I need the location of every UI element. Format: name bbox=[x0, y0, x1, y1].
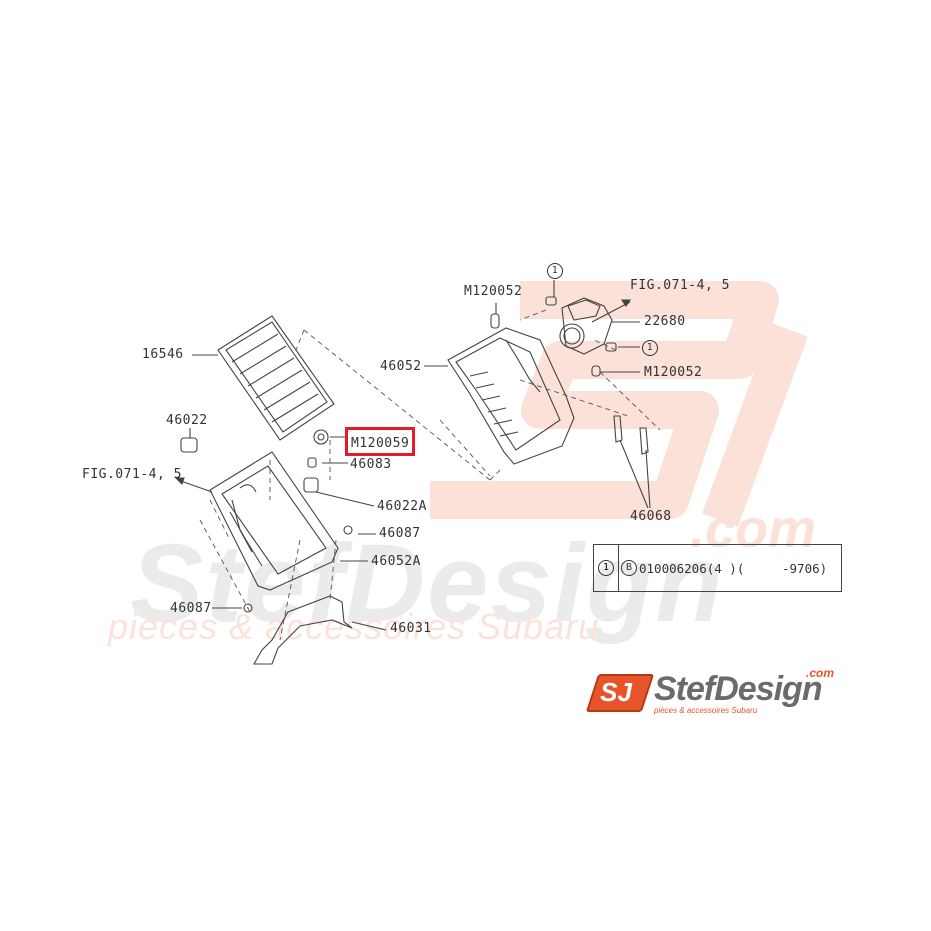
bracket-46031 bbox=[253, 595, 353, 665]
logo-tagline: pièces & accessoires Subaru bbox=[654, 706, 758, 715]
circled-one-icon: 1 bbox=[642, 340, 658, 356]
label-fig-ref-right[interactable]: FIG.071-4, 5 bbox=[630, 278, 730, 293]
circled-one-icon: 1 bbox=[547, 263, 563, 279]
legend-ref-cell: 1 bbox=[594, 545, 619, 591]
lower-air-box bbox=[209, 451, 339, 591]
highlighted-part-box[interactable]: M120059 bbox=[345, 427, 416, 456]
upper-air-box bbox=[447, 327, 575, 465]
logo-domain-suffix: .com bbox=[806, 666, 835, 680]
logo-brand-name: StefDesign bbox=[654, 670, 823, 708]
callout-ref-1-right: 1 bbox=[642, 340, 658, 356]
label-46031: 46031 bbox=[390, 621, 432, 636]
label-M120052-right: M120052 bbox=[644, 365, 703, 380]
label-46052: 46052 bbox=[380, 359, 422, 374]
label-46087-left: 46087 bbox=[170, 601, 212, 616]
watermark-tagline: pièces & accessoires Subaru bbox=[108, 606, 600, 647]
label-22680: 22680 bbox=[644, 314, 686, 329]
label-16546: 16546 bbox=[142, 347, 184, 362]
label-46087-right: 46087 bbox=[379, 526, 421, 541]
watermark-com: .com bbox=[690, 499, 817, 559]
circled-one-icon: 1 bbox=[598, 560, 614, 576]
label-M120052-top: M120052 bbox=[464, 284, 523, 299]
mass-airflow-sensor bbox=[559, 297, 613, 355]
callout-ref-1-top: 1 bbox=[547, 263, 563, 279]
air-filter-element bbox=[217, 315, 335, 441]
circled-b-icon: B bbox=[621, 560, 637, 576]
label-46083: 46083 bbox=[350, 457, 392, 472]
watermark-brand: StefDesign bbox=[130, 522, 725, 645]
label-46022A: 46022A bbox=[377, 499, 427, 514]
label-46068: 46068 bbox=[630, 509, 672, 524]
label-M120059: M120059 bbox=[351, 436, 410, 451]
label-fig-ref-left[interactable]: FIG.071-4, 5 bbox=[82, 467, 182, 482]
legend-part-spec: 010006206(4 )( -9706) bbox=[639, 560, 828, 576]
sj-badge-icon: SJ bbox=[585, 674, 655, 712]
stefdesign-logo[interactable]: SJ StefDesign .com pièces & accessoires … bbox=[585, 666, 848, 718]
label-46052A: 46052A bbox=[371, 554, 421, 569]
label-46022: 46022 bbox=[166, 413, 208, 428]
